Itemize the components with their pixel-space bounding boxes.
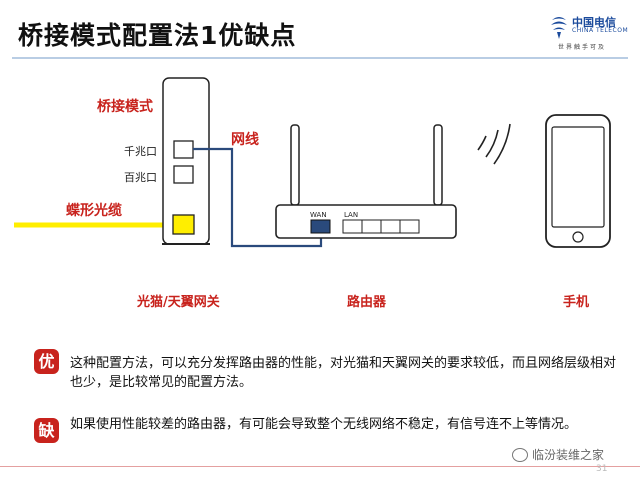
lan-port-2 [361, 219, 382, 234]
logo-name: 中国电信 [572, 16, 616, 29]
router-antenna-right [433, 124, 443, 206]
network-cable-label: 网线 [231, 132, 259, 148]
slide-title: 桥接模式配置法1优缺点 [18, 21, 297, 50]
wechat-icon [512, 447, 528, 462]
fiber-cable-label: 蝶形光缆 [66, 203, 122, 219]
footer-divider [0, 466, 640, 467]
page-number: 31 [596, 464, 608, 474]
header-divider [12, 57, 628, 59]
network-cable [193, 147, 323, 248]
phone-home-button [572, 231, 584, 243]
watermark: 临汾装维之家 [512, 446, 604, 463]
modem-label: 光猫/天翼网关 [137, 295, 220, 310]
fast-port-label: 百兆口 [124, 171, 157, 184]
china-telecom-logo: 中国电信 CHINA TELECOM 世界触手可及 [548, 14, 632, 52]
lan-port-3 [380, 219, 401, 234]
bridge-mode-label: 桥接模式 [97, 99, 153, 115]
fast-port-shape [173, 165, 194, 184]
pro-text: 这种配置方法，可以充分发挥路由器的性能，对光猫和天翼网关的要求较低，而且网络层级… [70, 356, 617, 390]
lan-port-1 [342, 219, 363, 234]
fiber-port-shape [172, 214, 195, 235]
logo-slogan: 世界触手可及 [558, 44, 607, 51]
wan-label: WAN [310, 211, 327, 219]
con-badge: 缺 [34, 418, 59, 443]
wifi-signal-icon [477, 123, 511, 165]
lan-port-4 [399, 219, 420, 234]
lan-label: LAN [344, 211, 359, 219]
con-text: 如果使用性能较差的路由器，有可能会导致整个无线网络不稳定，有信号连不上等情况。 [70, 417, 578, 432]
gigabit-port-shape [173, 140, 194, 159]
telecom-swirl-icon [551, 17, 567, 39]
phone-label: 手机 [563, 295, 590, 310]
network-diagram [14, 77, 611, 248]
router-antenna-left [290, 124, 300, 206]
logo-english: CHINA TELECOM [572, 27, 629, 34]
router-label: 路由器 [347, 295, 387, 310]
gigabit-port-label: 千兆口 [124, 145, 157, 158]
phone-screen [551, 126, 605, 228]
wan-port-shape [310, 219, 331, 234]
pro-badge: 优 [34, 349, 59, 374]
watermark-text: 临汾装维之家 [532, 448, 605, 462]
